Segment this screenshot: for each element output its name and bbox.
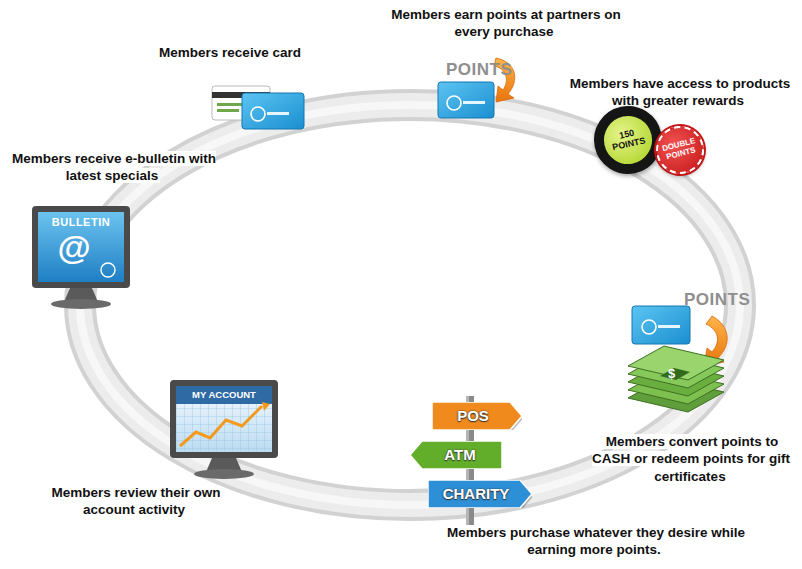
- node-text: BULLETIN: [52, 216, 110, 228]
- card-icon: [438, 82, 494, 118]
- sign-body: [410, 441, 502, 469]
- monitor-icon: [170, 380, 278, 479]
- points-badge: 150 POINTS: [588, 100, 669, 181]
- node-text: 150 POINTS: [602, 125, 653, 154]
- account-screen: MY ACCOUNT: [176, 386, 272, 404]
- node-text: ATM: [444, 447, 475, 464]
- direction-sign: POS: [432, 402, 522, 430]
- label-text: POINTS: [446, 60, 512, 79]
- node-text: MY ACCOUNT: [192, 390, 256, 400]
- points-label: POINTS: [684, 290, 750, 310]
- label-text: Members convert points to CASH or redeem…: [592, 434, 790, 484]
- direction-sign: ATM: [410, 441, 502, 469]
- label-text: Members receive card: [157, 45, 303, 60]
- label-text: Members earn points at partners on every…: [389, 7, 621, 39]
- step-caption: Members earn points at partners on every…: [383, 6, 627, 41]
- direction-sign: CHARITY: [428, 480, 532, 508]
- points-label: POINTS: [446, 60, 512, 80]
- label-text: POINTS: [684, 290, 750, 309]
- label-text: Members have access to products with gre…: [568, 76, 791, 108]
- card-icon: [212, 86, 304, 129]
- label-text: Members receive e-bulletin with latest s…: [10, 151, 216, 183]
- step-caption: Members review their own account activit…: [28, 484, 242, 519]
- label-text: Members review their own account activit…: [50, 485, 221, 517]
- cash-stack: [628, 346, 724, 412]
- step-caption: Members receive e-bulletin with latest s…: [6, 150, 220, 185]
- step-caption: Members convert points to CASH or redeem…: [583, 433, 799, 485]
- bulletin-screen: BULLETIN @: [38, 212, 124, 282]
- sign-body: [428, 480, 532, 508]
- node-text: CHARITY: [443, 486, 510, 503]
- sign-body: [432, 402, 522, 430]
- card-icon: [632, 306, 690, 344]
- monitor-icon: [32, 206, 130, 309]
- label-text: $: [668, 366, 675, 381]
- step-caption: Members have access to products with gre…: [560, 75, 798, 110]
- step-caption: Members receive card: [138, 44, 322, 61]
- step-caption: Members purchase whatever they desire wh…: [428, 524, 762, 559]
- node-symbol: @: [57, 230, 90, 264]
- label-text: Members purchase whatever they desire wh…: [445, 525, 745, 557]
- node-text: DOUBLE POINTS: [657, 136, 704, 164]
- node-text: POS: [457, 408, 489, 425]
- currency-sign: $: [668, 366, 675, 381]
